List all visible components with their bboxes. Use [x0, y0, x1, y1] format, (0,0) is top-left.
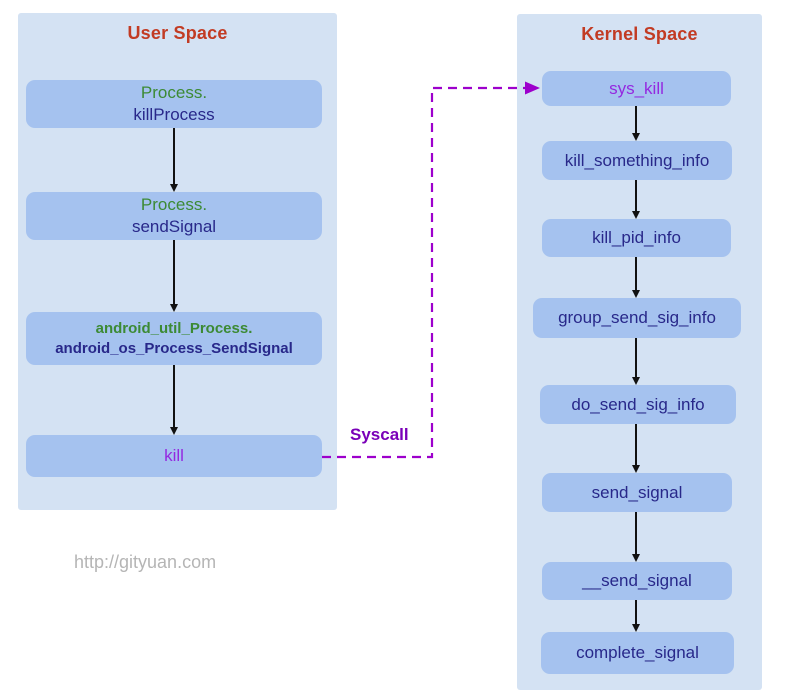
node-class-label: android_util_Process. [95, 319, 253, 337]
node-label: group_send_sig_info [558, 308, 716, 327]
node-kill-pid-info: kill_pid_info [542, 219, 731, 257]
flow-arrow-icon [635, 600, 637, 625]
node-method-label: sendSignal [131, 217, 217, 236]
flow-arrow-icon [635, 512, 637, 555]
node-method-label: android_os_Process_SendSignal [55, 339, 293, 357]
syscall-dashed-arrow-icon [322, 81, 540, 459]
flow-arrow-icon [173, 365, 175, 428]
node-label: do_send_sig_info [571, 394, 705, 414]
node-kill-something-info: kill_something_info [542, 141, 732, 180]
node-process-killprocess: Process. killProcess [26, 80, 322, 128]
node-complete-signal: complete_signal [541, 632, 734, 674]
node-label: kill_something_info [564, 150, 710, 170]
user-space-title: User Space [127, 23, 228, 43]
node-group-send-sig-info: group_send_sig_info [533, 298, 741, 338]
node-process-sendsignal: Process. sendSignal [26, 192, 322, 240]
flow-arrow-icon [635, 257, 637, 291]
node-class-label: Process. [140, 195, 208, 214]
node-underscore-send-signal: __send_signal [542, 562, 732, 600]
flow-arrow-icon [635, 424, 637, 466]
node-send-signal: send_signal [542, 473, 732, 512]
node-kill: kill [26, 435, 322, 477]
watermark: http://gityuan.com [74, 552, 217, 572]
node-android-util-process: android_util_Process. android_os_Process… [26, 312, 322, 365]
node-label: sys_kill [609, 78, 664, 98]
flow-arrow-icon [173, 128, 175, 185]
node-sys-kill: sys_kill [542, 71, 731, 106]
node-class-label: Process. [140, 83, 208, 102]
syscall-label: Syscall [350, 425, 409, 444]
node-do-send-sig-info: do_send_sig_info [540, 385, 736, 424]
flow-arrow-icon [635, 338, 637, 378]
node-label: complete_signal [576, 643, 699, 662]
flow-arrow-icon [173, 240, 175, 305]
node-label: send_signal [591, 482, 683, 502]
node-label: kill [164, 446, 184, 465]
flow-arrow-icon [635, 106, 637, 134]
flow-arrow-icon [635, 180, 637, 212]
kernel-space-title: Kernel Space [581, 24, 698, 44]
node-label: kill_pid_info [592, 228, 681, 247]
node-label: __send_signal [582, 571, 692, 590]
node-method-label: killProcess [133, 105, 215, 124]
